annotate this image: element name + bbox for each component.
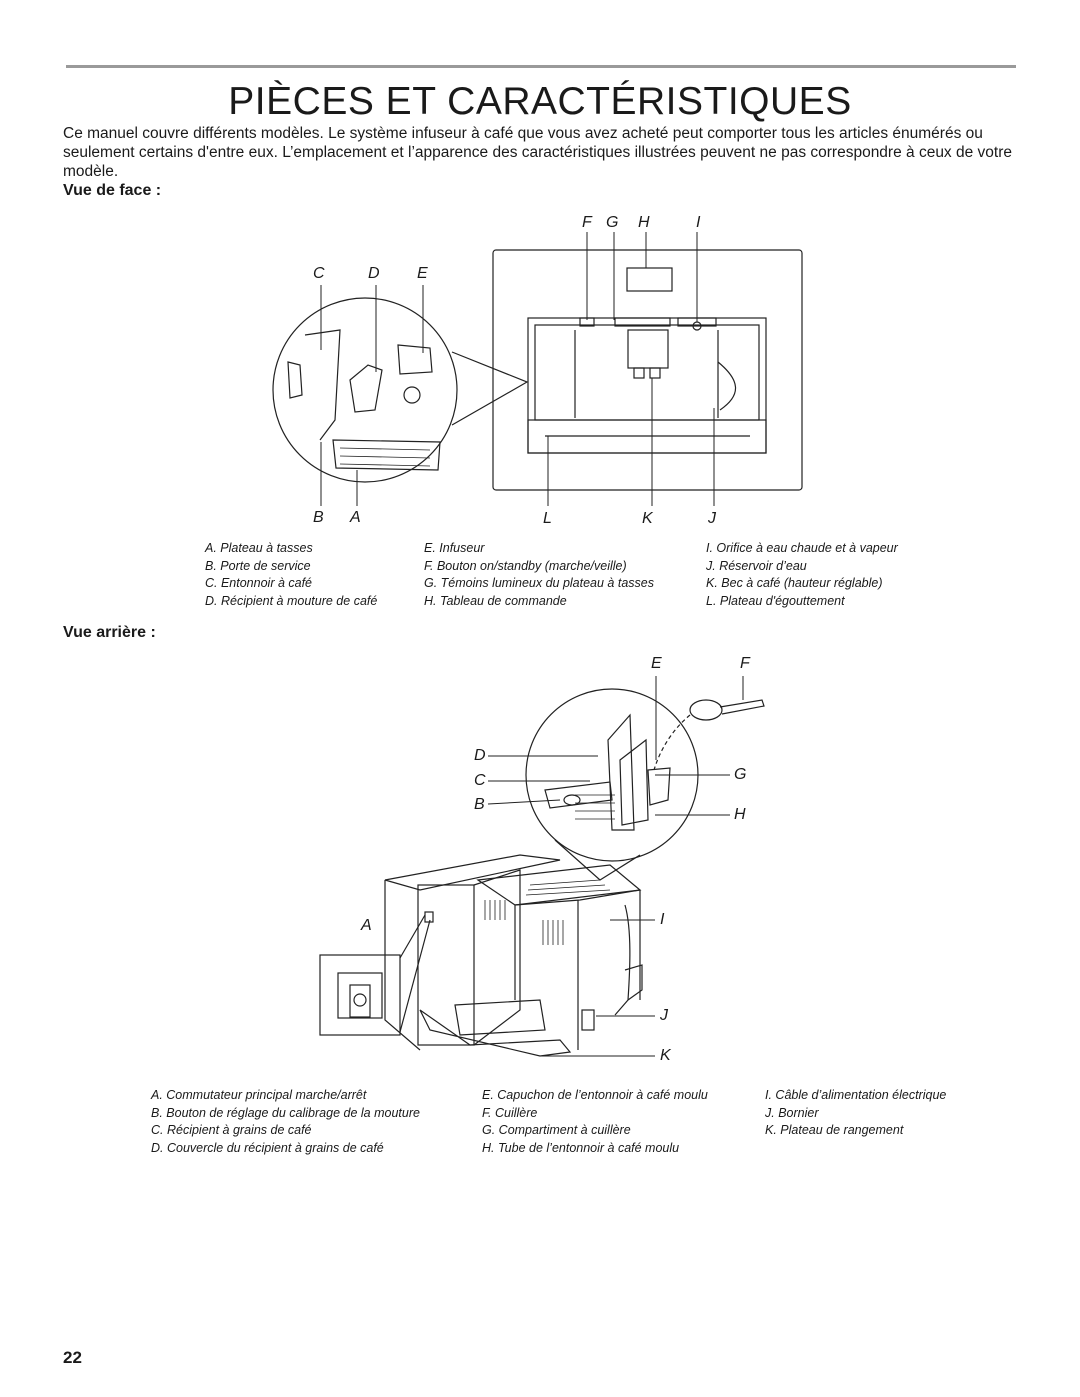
- rear-callout-g: G: [734, 766, 747, 783]
- front-callout-b: B: [313, 509, 324, 526]
- front-callout-k: K: [642, 510, 653, 527]
- legend-item: E. Infuseur: [424, 541, 485, 555]
- legend-item: L. Plateau d'égouttement: [706, 593, 845, 608]
- legend-item: D. Couvercle du récipient à grains de ca…: [151, 1140, 384, 1155]
- rear-callout-d: D: [474, 747, 486, 764]
- top-rule: [66, 65, 1016, 68]
- front-legend-col3: I. Orifice à eau chaude et à vapeur J. R…: [706, 540, 898, 610]
- rear-legend-col2: E. Capuchon de l’entonnoir à café moulu …: [482, 1087, 708, 1157]
- front-callout-d: D: [368, 265, 380, 282]
- legend-item: B. Porte de service: [205, 558, 311, 573]
- legend-item: K. Bec à café (hauteur réglable): [706, 576, 883, 591]
- rear-callout-b: B: [474, 796, 485, 813]
- legend-item: G. Compartiment à cuillère: [482, 1123, 631, 1138]
- legend-item: C. Récipient à grains de café: [151, 1123, 312, 1138]
- legend-item: G. Témoins lumineux du plateau à tasses: [424, 576, 654, 591]
- legend-item: J. Bornier: [765, 1105, 819, 1120]
- legend-item: C. Entonnoir à café: [205, 576, 313, 591]
- legend-item: B. Bouton de réglage du calibrage de la …: [151, 1105, 420, 1120]
- legend-item: J. Réservoir d’eau: [706, 558, 807, 573]
- rear-callout-i: I: [660, 911, 665, 928]
- front-callout-f: F: [582, 214, 592, 231]
- legend-item: F. Bouton on/standby (marche/veille): [424, 558, 627, 573]
- front-callout-l: L: [543, 510, 552, 527]
- rear-callout-j: J: [660, 1007, 668, 1024]
- front-callout-i: I: [696, 214, 701, 231]
- front-callout-e: E: [417, 265, 428, 282]
- page-title: PIÈCES ET CARACTÉRISTIQUES: [228, 80, 852, 123]
- front-callout-h: H: [638, 214, 650, 231]
- front-callout-a: A: [350, 509, 361, 526]
- page-number: 22: [63, 1348, 82, 1367]
- legend-item: I. Orifice à eau chaude et à vapeur: [706, 541, 898, 555]
- rear-legend-col1: A. Commutateur principal marche/arrêt B.…: [151, 1087, 420, 1157]
- legend-item: I. Câble d’alimentation électrique: [765, 1088, 947, 1102]
- front-callout-g: G: [606, 214, 619, 231]
- rear-callout-e: E: [651, 655, 662, 672]
- rear-view-heading: Vue arrière :: [63, 624, 156, 641]
- legend-item: F. Cuillère: [482, 1105, 538, 1120]
- legend-item: K. Plateau de rangement: [765, 1123, 904, 1138]
- rear-legend-col3: I. Câble d’alimentation électrique J. Bo…: [765, 1087, 946, 1140]
- intro-paragraph: Ce manuel couvre différents modèles. Le …: [63, 125, 1012, 180]
- legend-item: A. Plateau à tasses: [205, 541, 313, 555]
- legend-item: H. Tableau de commande: [424, 593, 567, 608]
- legend-item: A. Commutateur principal marche/arrêt: [151, 1088, 367, 1102]
- rear-callout-a: A: [361, 917, 372, 934]
- rear-callout-c: C: [474, 772, 486, 789]
- rear-callout-h: H: [734, 806, 746, 823]
- front-legend-col2: E. Infuseur F. Bouton on/standby (marche…: [424, 540, 654, 610]
- rear-callout-f: F: [740, 655, 750, 672]
- front-callout-c: C: [313, 265, 325, 282]
- legend-item: D. Récipient à mouture de café: [205, 593, 378, 608]
- front-callout-j: J: [708, 510, 716, 527]
- front-legend-col1: A. Plateau à tasses B. Porte de service …: [205, 540, 377, 610]
- front-view-heading: Vue de face :: [63, 182, 162, 199]
- rear-callout-k: K: [660, 1047, 671, 1064]
- legend-item: E. Capuchon de l’entonnoir à café moulu: [482, 1088, 708, 1102]
- legend-item: H. Tube de l’entonnoir à café moulu: [482, 1140, 680, 1155]
